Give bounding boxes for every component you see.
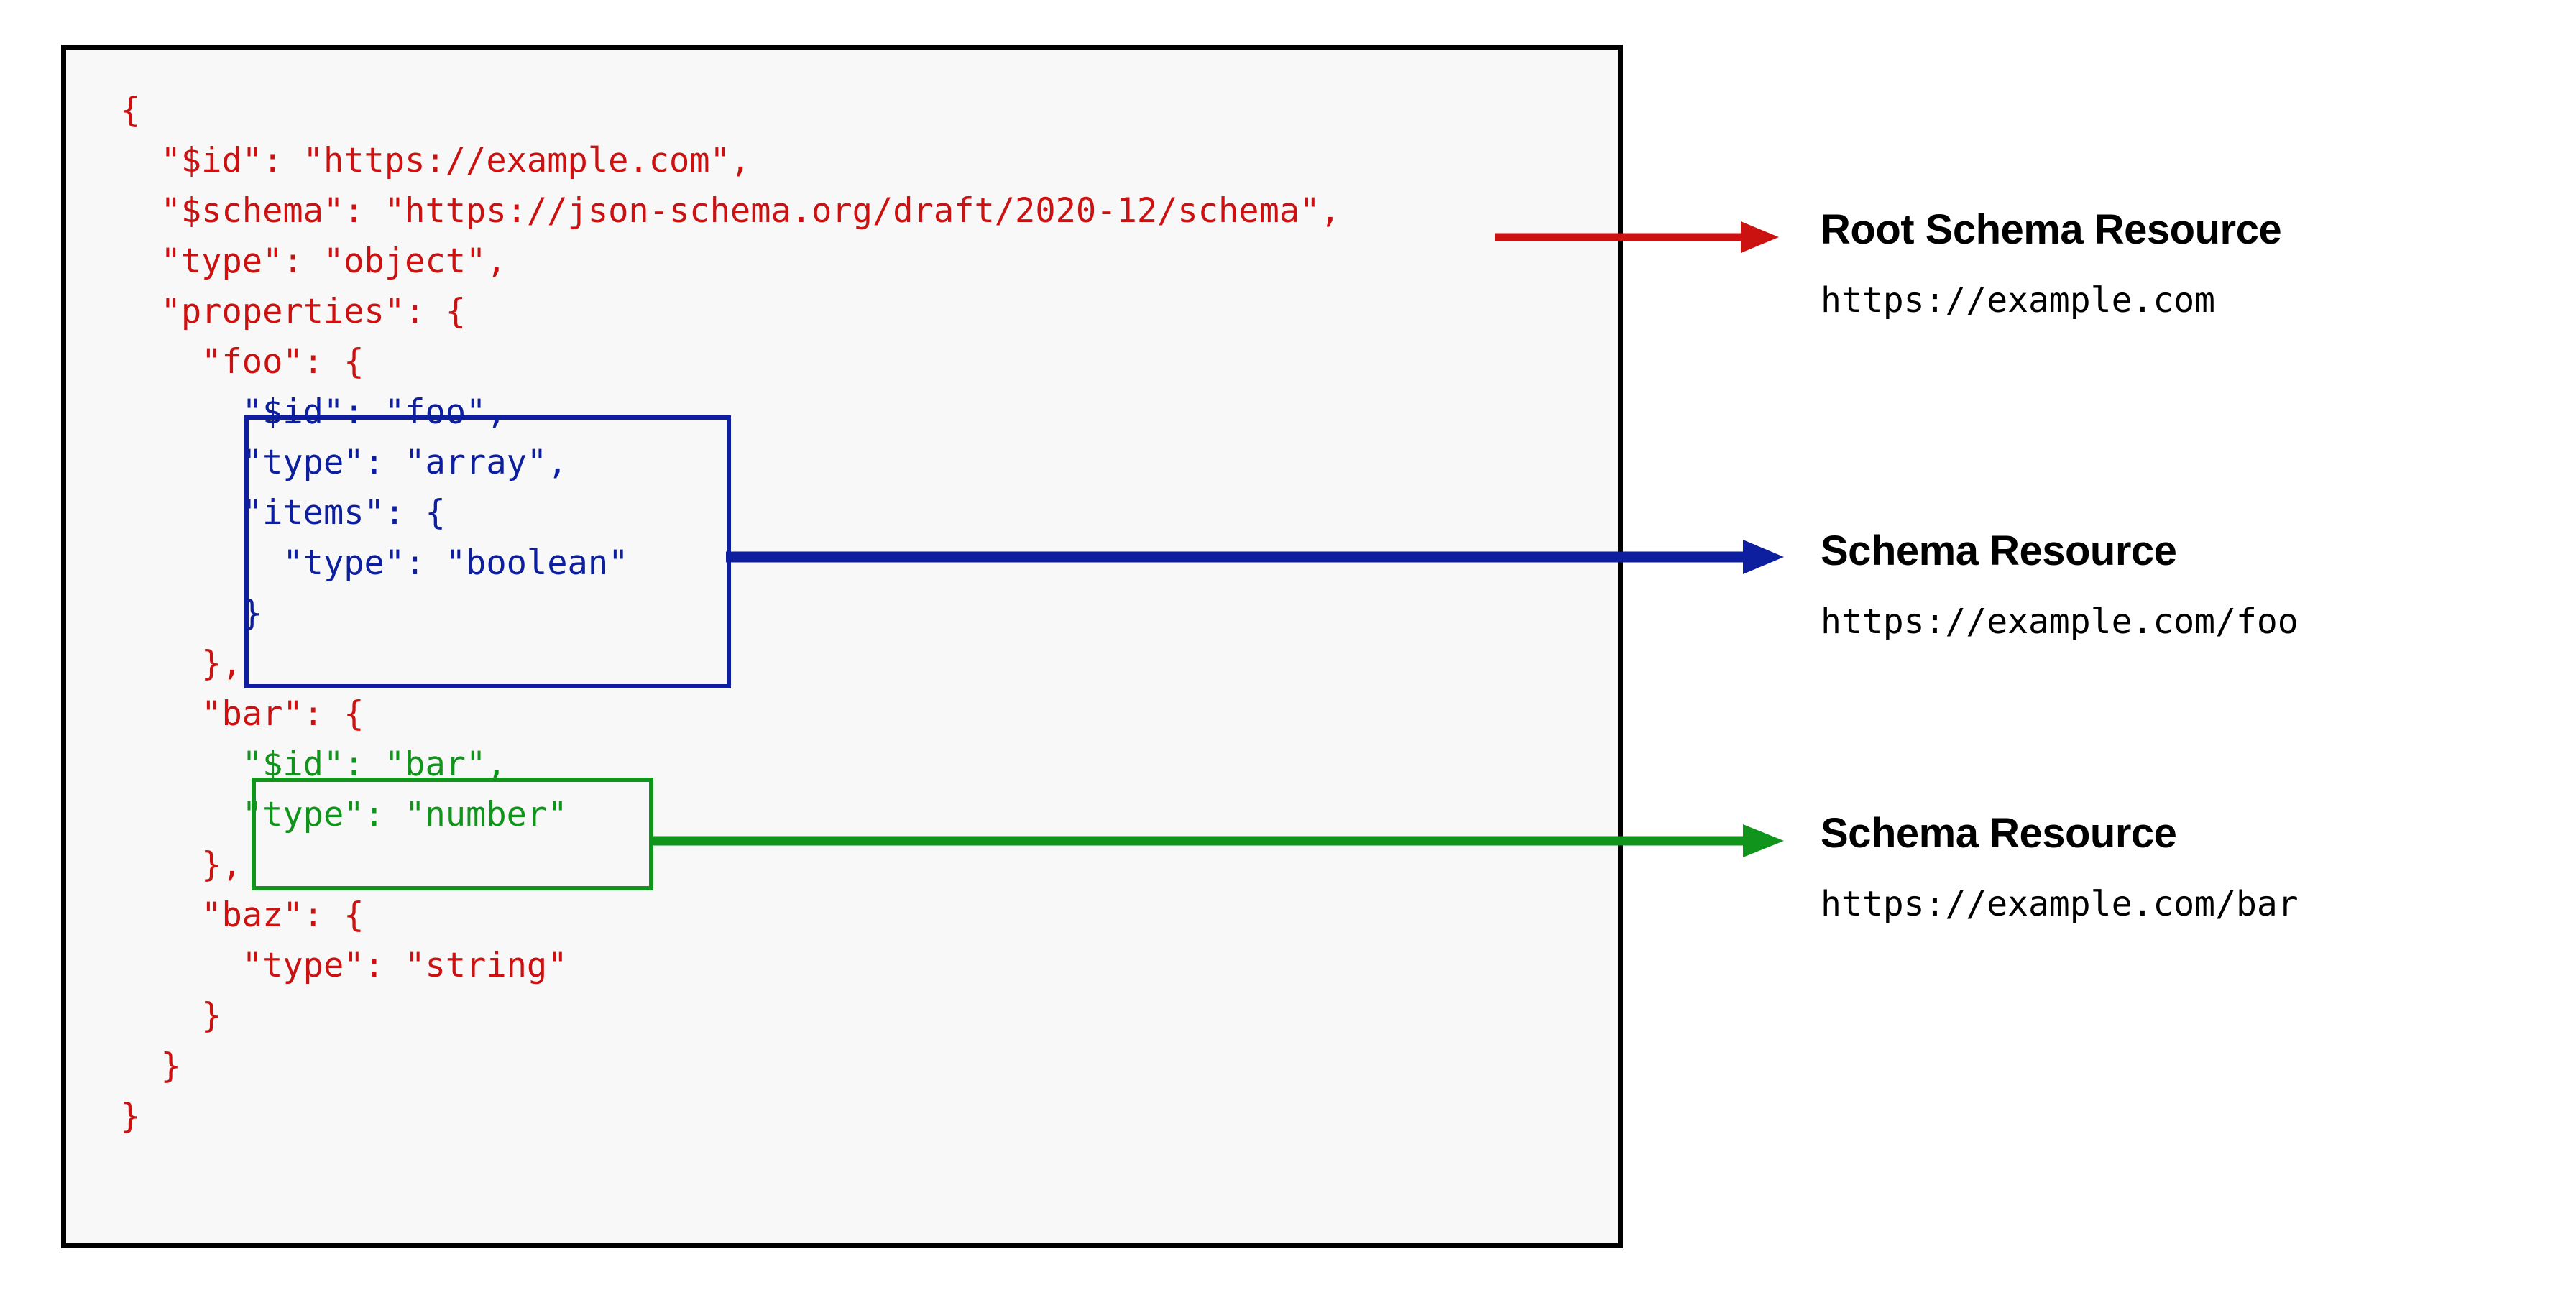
code-line: "type": "boolean" bbox=[120, 543, 629, 583]
label-url: https://example.com/bar bbox=[1821, 884, 2299, 924]
code-line: { bbox=[120, 91, 141, 130]
code-line: "$schema": "https://json-schema.org/draf… bbox=[120, 191, 1340, 231]
code-line: }, bbox=[120, 845, 242, 885]
root-schema-arrow bbox=[1495, 221, 1779, 253]
code-line: "bar": { bbox=[120, 694, 364, 734]
json-schema-code: { "$id": "https://example.com", "$schema… bbox=[120, 86, 1340, 1142]
foo-schema-arrow bbox=[726, 540, 1784, 574]
bar-schema-resource-label: Schema Resource https://example.com/bar bbox=[1821, 810, 2299, 925]
code-line: "type": "string" bbox=[120, 946, 568, 985]
code-line: "$id": "https://example.com", bbox=[120, 141, 751, 180]
code-line: } bbox=[120, 594, 263, 633]
code-line: "$id": "bar", bbox=[120, 745, 507, 784]
code-line: } bbox=[120, 1046, 181, 1086]
code-line: "type": "object", bbox=[120, 241, 507, 281]
label-title: Root Schema Resource bbox=[1821, 206, 2282, 253]
label-url: https://example.com/foo bbox=[1821, 602, 2299, 642]
code-line: } bbox=[120, 1097, 141, 1136]
code-line: "baz": { bbox=[120, 895, 364, 935]
code-line: "type": "number" bbox=[120, 795, 568, 834]
code-line: "properties": { bbox=[120, 292, 466, 331]
code-line: }, bbox=[120, 644, 242, 683]
code-line: "foo": { bbox=[120, 342, 364, 382]
root-schema-resource-label: Root Schema Resource https://example.com bbox=[1821, 206, 2282, 321]
bar-schema-arrow bbox=[649, 824, 1784, 857]
label-url: https://example.com bbox=[1821, 280, 2216, 321]
code-line: "type": "array", bbox=[120, 443, 568, 482]
foo-schema-resource-label: Schema Resource https://example.com/foo bbox=[1821, 528, 2299, 642]
code-line: "items": { bbox=[120, 493, 446, 533]
label-title: Schema Resource bbox=[1821, 810, 2177, 857]
json-schema-code-panel: { "$id": "https://example.com", "$schema… bbox=[61, 45, 1623, 1248]
code-line: } bbox=[120, 996, 222, 1036]
label-title: Schema Resource bbox=[1821, 527, 2177, 574]
code-line: "$id": "foo", bbox=[120, 392, 507, 432]
